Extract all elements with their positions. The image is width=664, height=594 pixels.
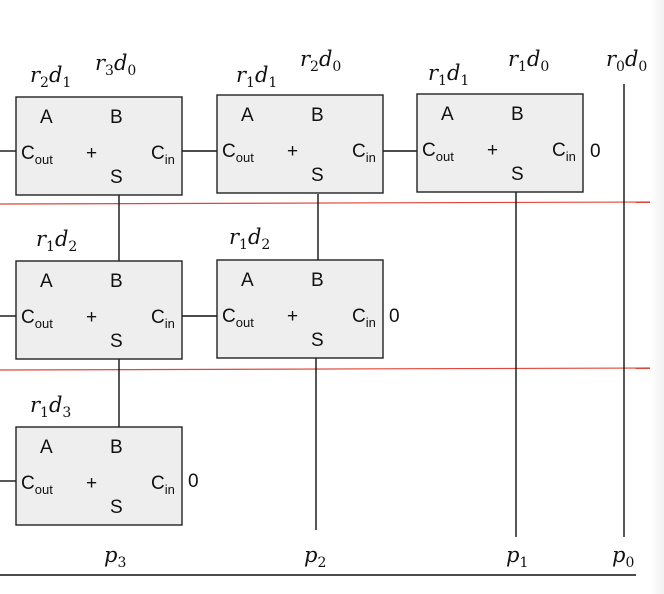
label-r0d0: r0d0 — [606, 47, 647, 75]
carry-in-zero-row3: 0 — [188, 471, 199, 492]
stage-separator-1 — [0, 201, 651, 205]
pin-cin-main: C — [552, 140, 566, 161]
pin-cout-main: C — [21, 307, 35, 328]
pin-a-label: A — [441, 104, 454, 125]
pin-b-label: B — [511, 104, 524, 125]
pin-cout-sub: out — [35, 482, 53, 497]
plus-sign: + — [287, 306, 298, 327]
pin-cin-label: Cin — [151, 143, 175, 167]
pin-cout-main: C — [222, 141, 236, 162]
pin-b-label: B — [311, 105, 324, 126]
pin-cin-main: C — [352, 141, 366, 162]
adder-box — [15, 426, 183, 526]
label-r2d0: r2d0 — [300, 47, 341, 75]
pin-b-label: B — [311, 270, 324, 291]
partial-products: r2d1 r3d0 r1d1 r2d0 r1d1 r1d0 r0d0 r1d2 … — [30, 47, 647, 421]
plus-sign: + — [86, 143, 97, 164]
product-outputs: p3 p2 p1 p0 — [104, 543, 634, 571]
pin-s-label: S — [311, 330, 324, 351]
adder-box — [15, 260, 183, 360]
pin-cin-label: Cin — [352, 141, 376, 165]
pin-cin-sub: in — [165, 482, 175, 497]
pin-cout-sub: out — [35, 316, 53, 331]
label-r1d1-col1: r1d1 — [428, 61, 469, 89]
pin-cout-sub: out — [236, 315, 254, 330]
pin-cin-sub: in — [566, 149, 576, 164]
label-r1d2-col3: r1d2 — [36, 227, 77, 255]
pin-s-label: S — [511, 164, 524, 185]
pin-cout-label: Cout — [422, 140, 454, 164]
label-r1d1-col2: r1d1 — [236, 63, 277, 91]
label-r3d0: r3d0 — [95, 51, 136, 79]
pin-a-label: A — [241, 270, 254, 291]
pin-cout-label: Cout — [21, 473, 53, 497]
pin-s-label: S — [110, 497, 123, 518]
stage-separator-2 — [0, 367, 651, 371]
pin-a-label: A — [241, 105, 254, 126]
pin-cin-label: Cin — [552, 140, 576, 164]
pin-cout-label: Cout — [222, 306, 254, 330]
pin-cin-main: C — [151, 143, 165, 164]
plus-sign: + — [86, 473, 97, 494]
pin-b-label: B — [110, 107, 123, 128]
plus-sign: + — [287, 141, 298, 162]
pin-cin-sub: in — [366, 150, 376, 165]
pin-cout-sub: out — [35, 152, 53, 167]
plus-sign: + — [487, 140, 498, 161]
output-p1: p1 — [506, 543, 528, 571]
adder-box — [216, 259, 384, 359]
output-p2: p2 — [304, 543, 326, 571]
pin-a-label: A — [40, 271, 53, 292]
pin-cin-label: Cin — [352, 306, 376, 330]
pin-b-label: B — [110, 437, 123, 458]
pin-cout-main: C — [21, 473, 35, 494]
pin-cout-main: C — [21, 143, 35, 164]
pin-cin-main: C — [151, 307, 165, 328]
pin-cin-label: Cin — [151, 307, 175, 331]
pin-cin-label: Cin — [151, 473, 175, 497]
pin-cin-sub: in — [366, 315, 376, 330]
label-r2d1: r2d1 — [30, 63, 71, 91]
pin-cout-label: Cout — [222, 141, 254, 165]
adder-box — [15, 96, 183, 196]
output-p0: p0 — [612, 543, 634, 571]
right-edge-shadow — [650, 0, 664, 594]
label-r1d2-col2: r1d2 — [229, 225, 270, 253]
pin-b-label: B — [110, 271, 123, 292]
adder-box — [216, 94, 384, 194]
carry-in-zero-row2: 0 — [389, 306, 400, 327]
pin-cin-sub: in — [165, 316, 175, 331]
output-p3: p3 — [104, 543, 126, 571]
pin-cout-label: Cout — [21, 307, 53, 331]
label-r1d0: r1d0 — [508, 47, 549, 75]
pin-cout-label: Cout — [21, 143, 53, 167]
pin-cin-main: C — [151, 473, 165, 494]
adder-box — [416, 93, 584, 193]
pin-cout-main: C — [422, 140, 436, 161]
pin-s-label: S — [110, 331, 123, 352]
plus-sign: + — [86, 307, 97, 328]
carry-in-zero-row1: 0 — [590, 141, 601, 162]
pin-a-label: A — [40, 437, 53, 458]
label-r1d3: r1d3 — [30, 393, 71, 421]
pin-cout-sub: out — [236, 150, 254, 165]
pin-a-label: A — [40, 107, 53, 128]
pin-cout-main: C — [222, 306, 236, 327]
pin-s-label: S — [311, 165, 324, 186]
pin-s-label: S — [110, 167, 123, 188]
pin-cout-sub: out — [436, 149, 454, 164]
pin-cin-sub: in — [165, 152, 175, 167]
pin-cin-main: C — [352, 306, 366, 327]
